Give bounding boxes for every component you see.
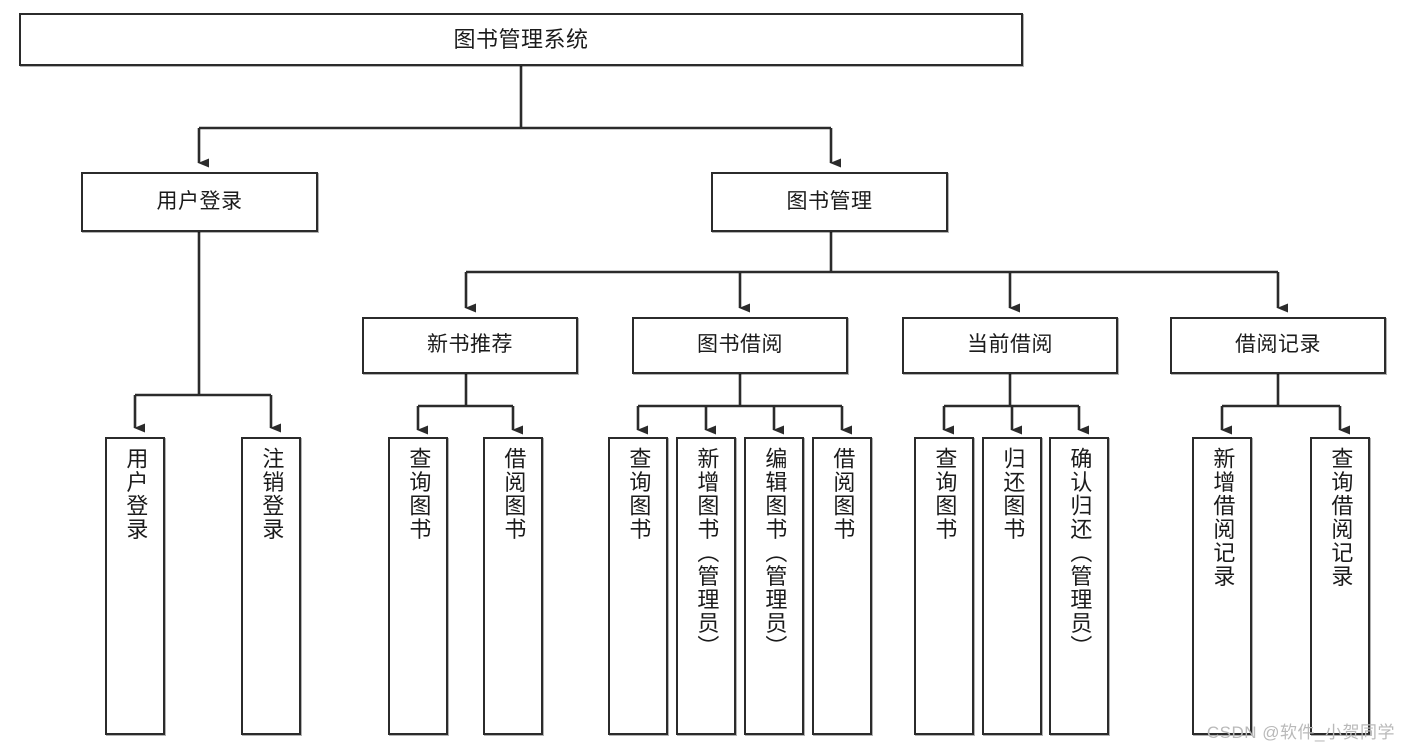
node-leaf-borrow-record-query[interactable]: 查询借阅记录 xyxy=(1310,437,1370,735)
node-leaf-user-login-logout[interactable]: 注销登录 xyxy=(241,437,301,735)
node-label: 图书借阅 xyxy=(697,333,783,357)
node-label: 借阅图书 xyxy=(501,447,527,541)
node-level1-book-management[interactable]: 图书管理 xyxy=(711,172,948,232)
node-root-book-management-system[interactable]: 图书管理系统 xyxy=(19,13,1023,66)
node-leaf-current-borrow-confirm-return[interactable]: 确认归还（管理员） xyxy=(1049,437,1109,735)
node-label: 新增借阅记录 xyxy=(1210,447,1236,588)
node-label: 用户登录 xyxy=(123,447,149,541)
node-label: 用户登录 xyxy=(156,189,243,213)
node-label: 查询借阅记录 xyxy=(1328,447,1354,588)
node-label: 查询图书 xyxy=(626,447,652,541)
node-label: 图书管理系统 xyxy=(453,26,589,52)
node-leaf-current-borrow-query[interactable]: 查询图书 xyxy=(914,437,974,735)
node-label: 借阅图书 xyxy=(830,447,856,541)
node-label: 确认归还（管理员） xyxy=(1067,447,1093,659)
node-leaf-borrow-record-add[interactable]: 新增借阅记录 xyxy=(1192,437,1252,735)
node-label: 查询图书 xyxy=(406,447,432,541)
node-leaf-new-book-query[interactable]: 查询图书 xyxy=(388,437,448,735)
node-level2-new-book-recommend[interactable]: 新书推荐 xyxy=(362,317,578,374)
node-label: 借阅记录 xyxy=(1235,333,1321,357)
node-leaf-new-book-borrow[interactable]: 借阅图书 xyxy=(483,437,543,735)
node-label: 当前借阅 xyxy=(967,333,1053,357)
node-label: 新增图书（管理员） xyxy=(694,447,720,659)
node-level1-user-login[interactable]: 用户登录 xyxy=(81,172,318,232)
watermark-text: CSDN @软件_小贺同学 xyxy=(1206,723,1395,742)
node-level2-current-borrow[interactable]: 当前借阅 xyxy=(902,317,1118,374)
node-leaf-user-login-login[interactable]: 用户登录 xyxy=(105,437,165,735)
node-level2-book-borrow[interactable]: 图书借阅 xyxy=(632,317,848,374)
node-level2-borrow-record[interactable]: 借阅记录 xyxy=(1170,317,1386,374)
node-label: 编辑图书（管理员） xyxy=(762,447,788,659)
node-label: 图书管理 xyxy=(786,189,873,213)
node-label: 归还图书 xyxy=(1000,447,1026,541)
node-leaf-book-borrow-borrow[interactable]: 借阅图书 xyxy=(812,437,872,735)
node-label: 注销登录 xyxy=(259,447,285,541)
node-leaf-book-borrow-edit[interactable]: 编辑图书（管理员） xyxy=(744,437,804,735)
node-label: 查询图书 xyxy=(932,447,958,541)
node-leaf-current-borrow-return[interactable]: 归还图书 xyxy=(982,437,1042,735)
node-leaf-book-borrow-query[interactable]: 查询图书 xyxy=(608,437,668,735)
node-label: 新书推荐 xyxy=(427,333,513,357)
node-leaf-book-borrow-add[interactable]: 新增图书（管理员） xyxy=(676,437,736,735)
